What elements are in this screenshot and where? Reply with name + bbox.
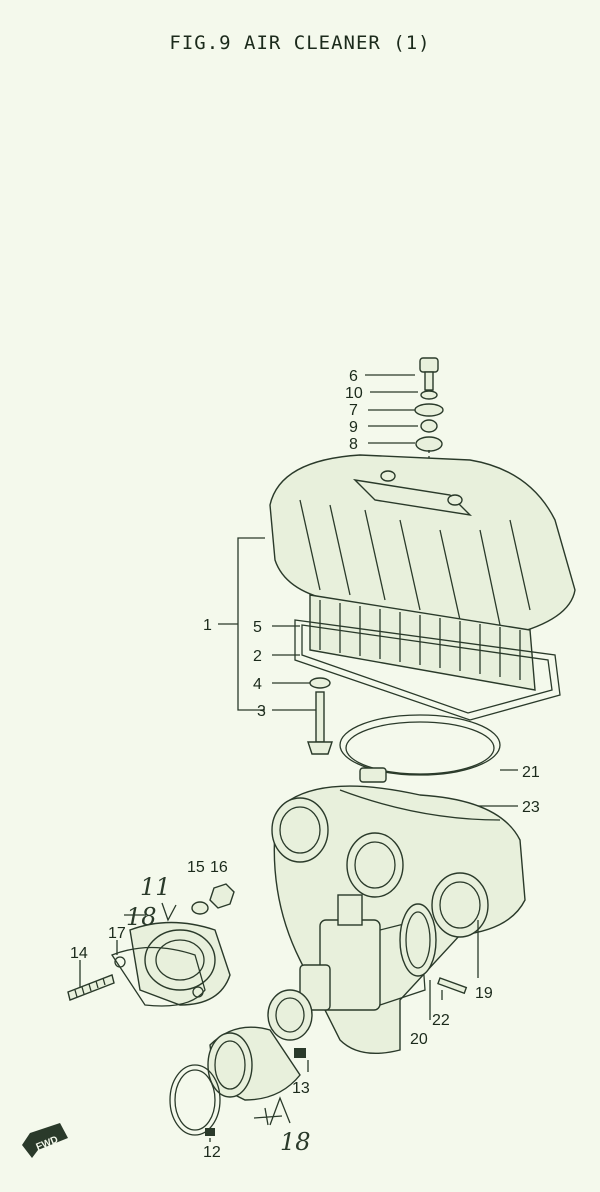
label-16: 16	[210, 859, 228, 876]
label-1: 1	[203, 617, 212, 634]
label-10: 10	[345, 385, 363, 402]
callout-labels: 6 10 7 9 8 1 5 2 4 3 21 23 15 16 17 14 1…	[70, 368, 540, 1161]
bracket-1	[218, 537, 318, 711]
handwritten-18-bottom: 18	[280, 1128, 311, 1156]
label-4: 4	[253, 676, 262, 693]
label-6: 6	[349, 368, 358, 385]
label-17: 17	[108, 925, 126, 942]
label-12: 12	[203, 1144, 221, 1161]
label-13: 13	[292, 1080, 310, 1097]
leader-lines	[79, 374, 479, 1142]
label-3: 3	[257, 703, 266, 720]
fwd-arrow: FWD	[22, 1123, 68, 1158]
screw-22	[437, 977, 468, 1000]
label-23: 23	[522, 799, 540, 816]
label-8: 8	[349, 436, 358, 453]
wing-bolt	[307, 677, 333, 755]
filter-element	[294, 594, 561, 721]
label-22: 22	[432, 1012, 450, 1029]
label-20: 20	[410, 1031, 428, 1048]
label-14: 14	[70, 945, 88, 962]
handwritten-marks: 11 18 18	[124, 873, 311, 1156]
figure-title: FIG.9 AIR CLEANER (1)	[169, 32, 431, 54]
air-cleaner-cover	[269, 454, 576, 636]
label-9: 9	[349, 419, 358, 436]
handwritten-18-top: 18	[126, 903, 157, 931]
intake-manifold	[67, 883, 235, 1007]
label-5: 5	[253, 619, 262, 636]
hoses-and-clamps	[169, 989, 313, 1136]
label-15: 15	[187, 859, 205, 876]
label-21: 21	[522, 764, 540, 781]
label-19: 19	[475, 985, 493, 1002]
label-2: 2	[253, 648, 262, 665]
label-7: 7	[349, 402, 358, 419]
handwritten-11: 11	[140, 873, 171, 901]
